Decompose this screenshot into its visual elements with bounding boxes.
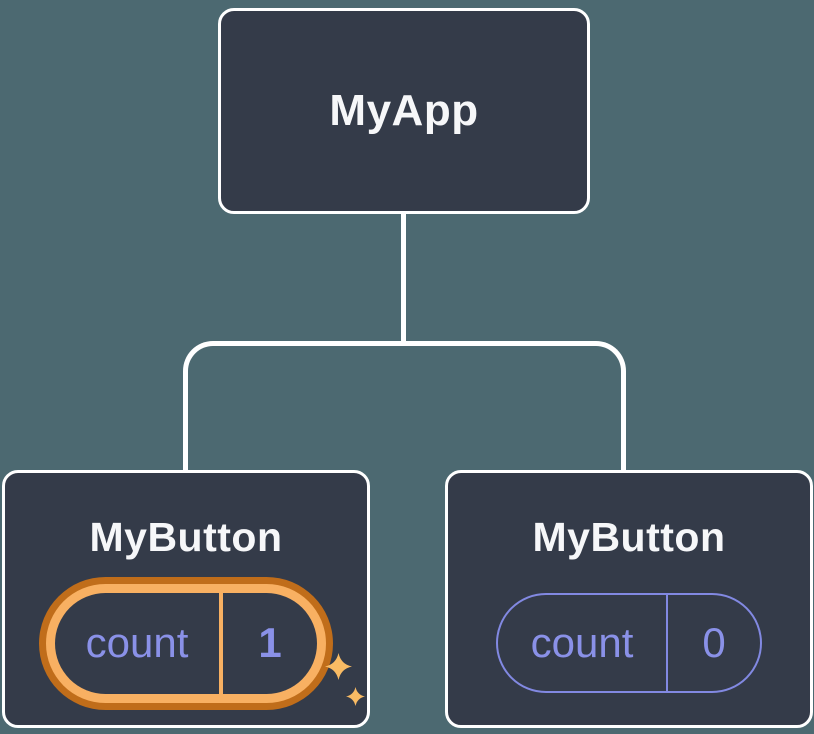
- state-value-label: 1: [258, 619, 282, 666]
- sparkles-icon: [325, 653, 352, 680]
- state-key-label: count: [530, 619, 634, 666]
- child-node-label: MyButton: [89, 514, 283, 560]
- state-pill-plain: count 0: [496, 593, 762, 693]
- sparkle-small-icon: [346, 687, 365, 706]
- state-pill-core: count 1: [55, 592, 317, 694]
- state-value-cell: 0: [668, 595, 760, 691]
- state-value-label: 0: [702, 619, 726, 666]
- root-node-myapp: MyApp: [218, 8, 590, 214]
- child-node-mybutton-right: MyButton count 0: [445, 470, 813, 728]
- connector-branch-bracket: [183, 341, 626, 472]
- child-node-mybutton-left: MyButton count 1: [2, 470, 370, 728]
- state-key-cell: count: [55, 592, 223, 694]
- state-value-cell: 1: [223, 593, 317, 694]
- state-pill-highlighted: count 1: [39, 576, 333, 710]
- root-node-label: MyApp: [329, 86, 479, 135]
- child-node-label: MyButton: [532, 514, 726, 560]
- connector-root-stem: [401, 212, 406, 343]
- state-pill-glow-ring: count 1: [46, 583, 326, 703]
- state-pill-area: count 0: [448, 561, 810, 725]
- state-pill-area: count 1: [5, 561, 367, 725]
- state-key-cell: count: [498, 595, 668, 691]
- state-key-label: count: [85, 619, 189, 666]
